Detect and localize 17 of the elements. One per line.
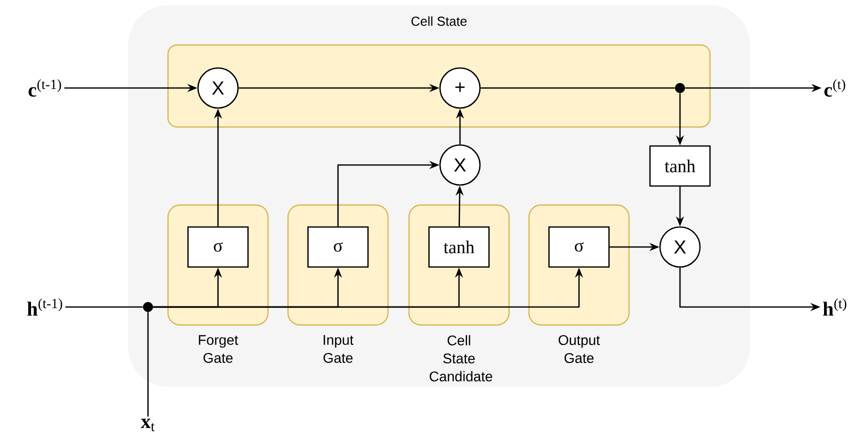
activation-box: σ [307, 226, 369, 268]
node-label: Forget Gate [198, 335, 238, 363]
node-label: Cell State Candidate [430, 335, 492, 382]
activation-box: σ [187, 226, 249, 268]
junction-dot [675, 83, 685, 93]
cell-state-band [167, 44, 711, 128]
variable-label: h$^{(t)}$ [823, 298, 846, 316]
variable-label: x$_{t}$ [140, 418, 155, 432]
variable-label: c$^{(t-1)}$ [28, 79, 62, 97]
activation-box: tanh [428, 226, 490, 268]
activation-box: tanh [649, 145, 711, 187]
activation-box: σ [548, 226, 610, 268]
variable-label: h$^{(t-1)}$ [27, 298, 62, 316]
node-label: Input Gate [324, 335, 354, 363]
junction-dot [143, 302, 153, 312]
variable-label: c$^{(t)}$ [824, 79, 846, 97]
node-label: Output Gate [558, 335, 600, 364]
